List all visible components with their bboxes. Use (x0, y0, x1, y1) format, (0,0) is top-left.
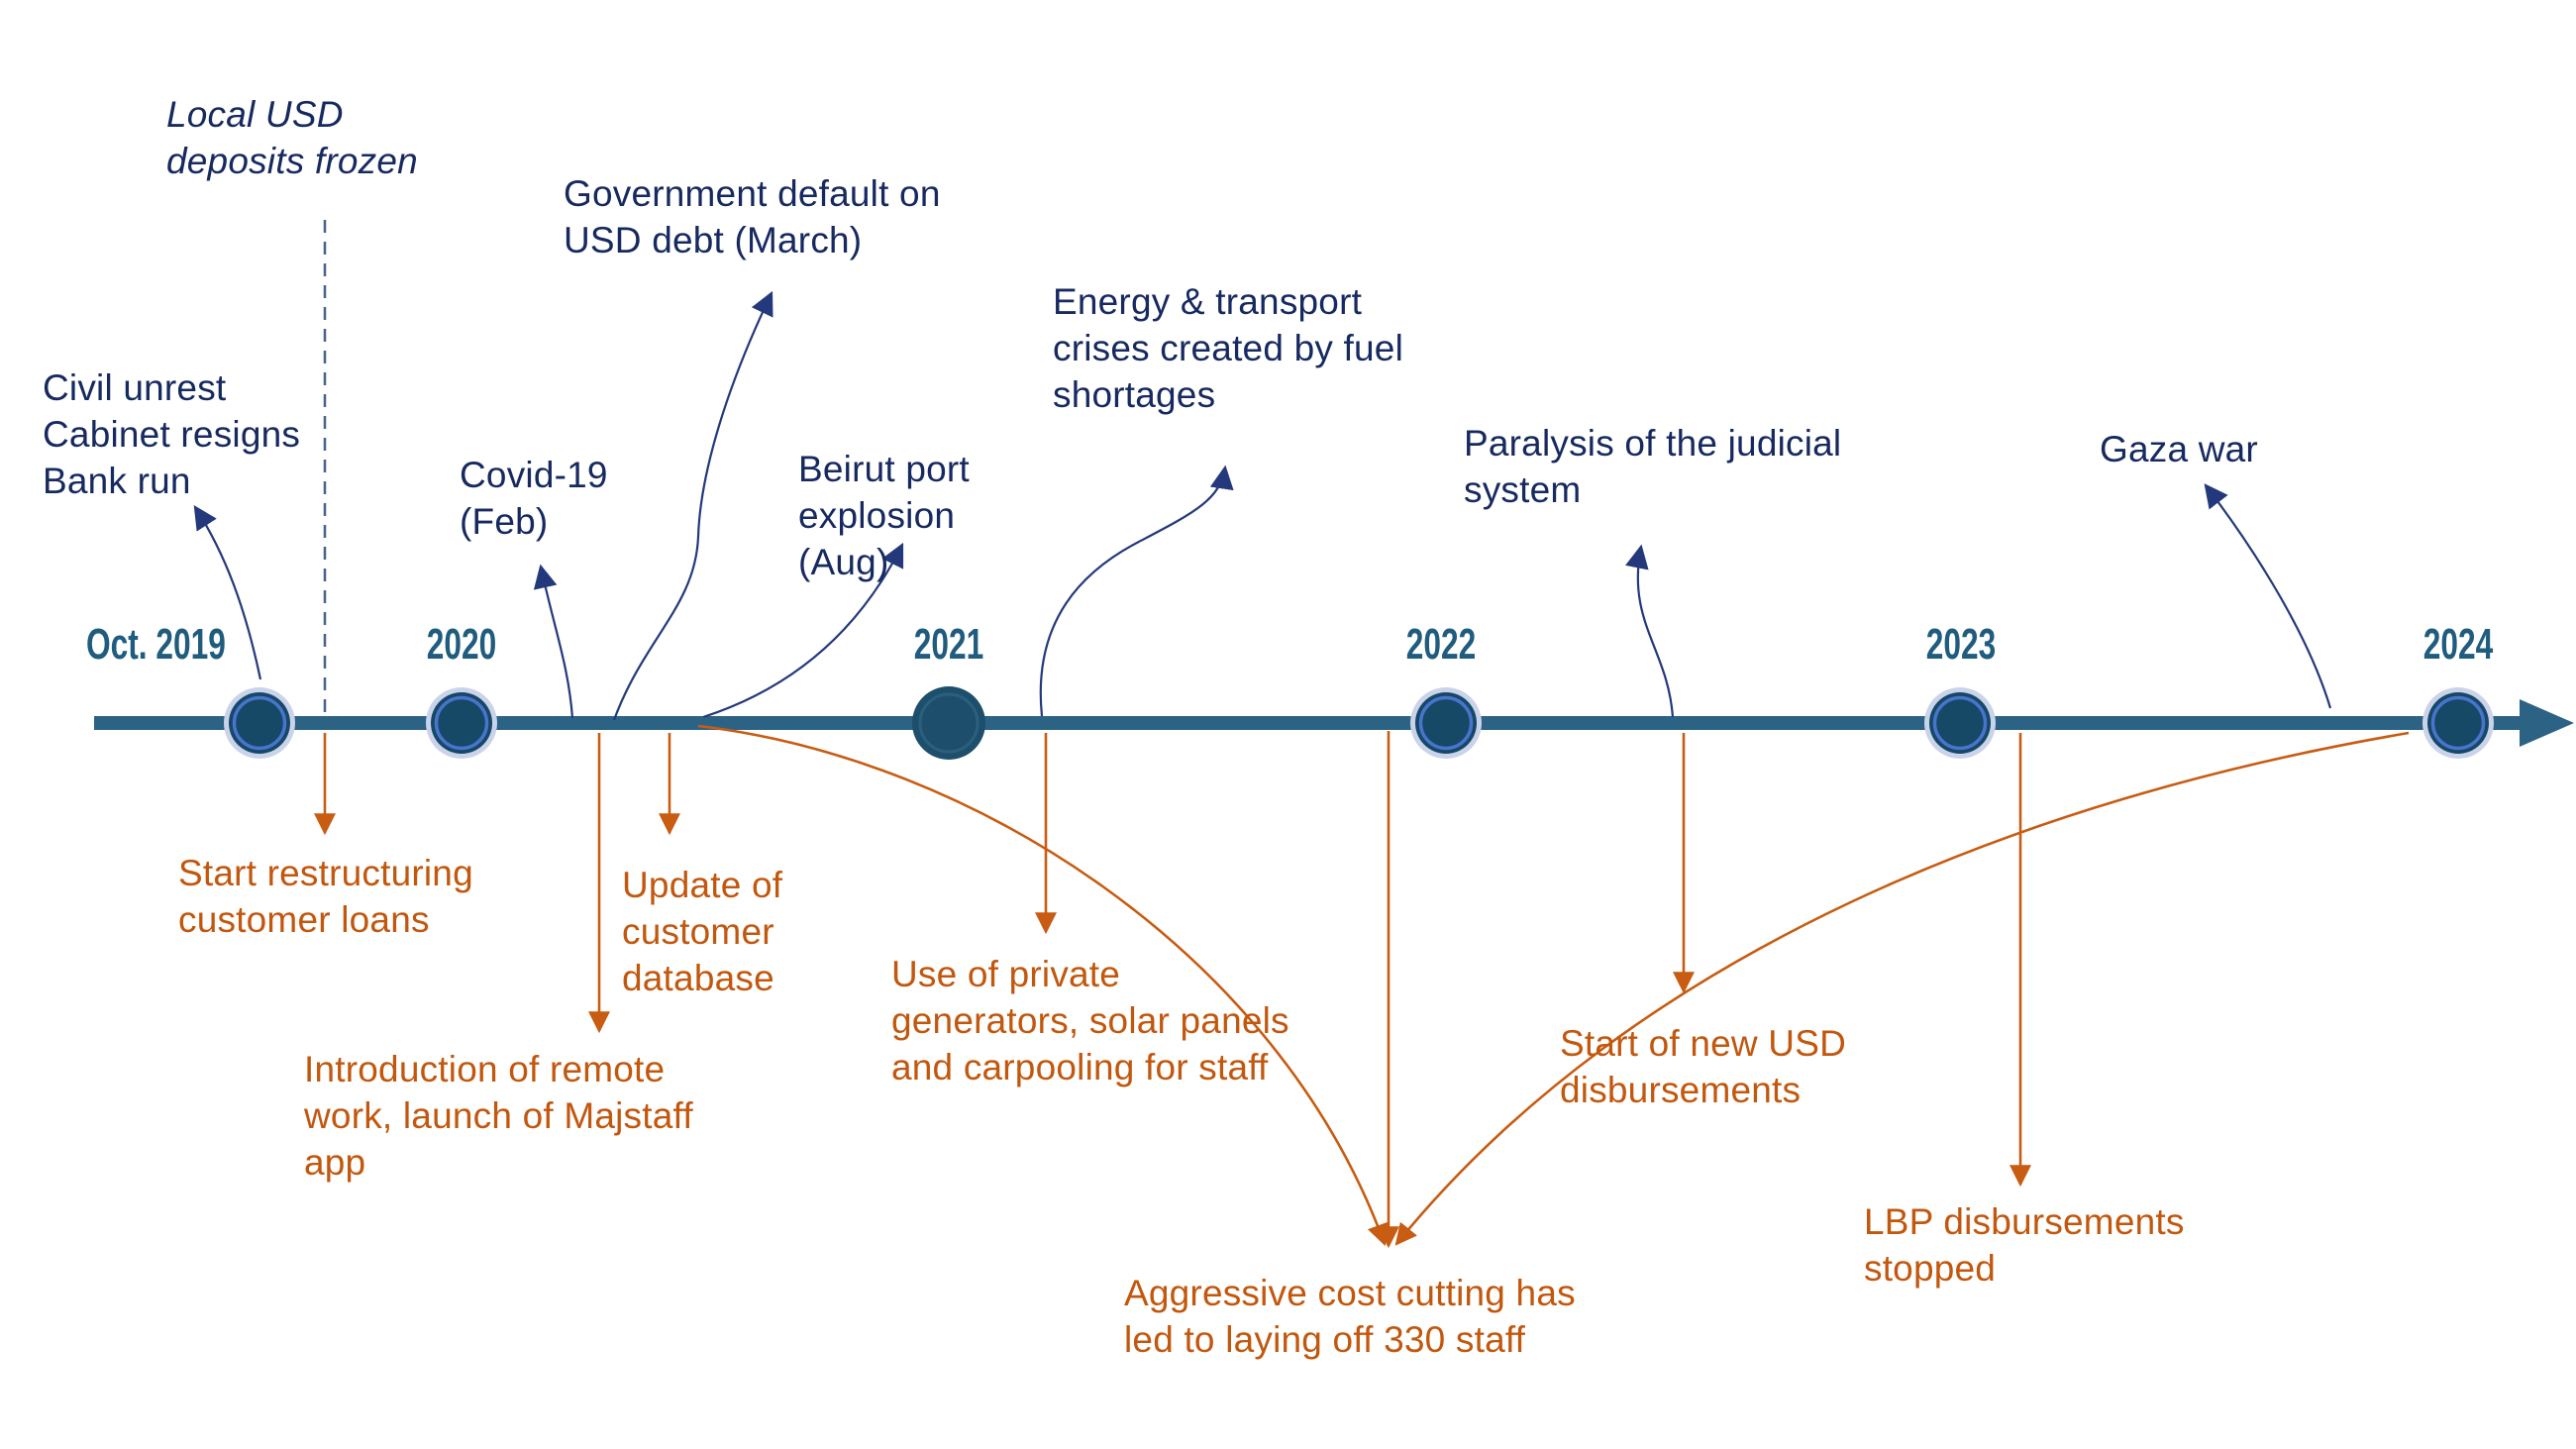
timeline-dot-2023 (1924, 687, 1996, 759)
event-covid: Covid-19 (Feb) (460, 455, 608, 542)
year-label-2021: 2021 (913, 620, 984, 669)
arrow-to-costcutting-left-curve (697, 724, 1389, 1247)
arrow-to-energy-crises (1039, 465, 1234, 717)
arrow-to-civil-unrest (193, 504, 262, 680)
event-arrows-top (193, 290, 2332, 721)
event-judicial-paralysis: Paralysis of the judicial system (1464, 423, 1842, 510)
timeline-dot-oct-2019 (224, 687, 295, 759)
arrow-to-gaza-war (2204, 483, 2332, 709)
year-label-2022: 2022 (1405, 620, 1477, 669)
arrow-to-judicial-paralysis (1625, 544, 1675, 718)
arrow-to-costcutting-right-curve (1394, 731, 2410, 1246)
response-restructuring-loans: Start restructuring customer loans (178, 853, 473, 940)
timeline-dot-2021 (912, 686, 985, 760)
timeline-dot-2024 (2422, 687, 2494, 759)
year-label-2023: 2023 (1925, 620, 1997, 669)
response-remote-work: Introduction of remote work, launch of M… (304, 1049, 693, 1183)
arrow-to-beirut-explosion (702, 542, 904, 719)
timeline-dots (224, 686, 2494, 760)
event-civil-unrest: Civil unrest Cabinet resigns Bank run (43, 367, 301, 501)
event-government-default: Government default on USD debt (March) (564, 173, 941, 260)
response-arrows-bottom (314, 724, 2410, 1249)
year-label-oct-2019: Oct. 2019 (86, 620, 226, 669)
year-label-2020: 2020 (426, 620, 497, 669)
response-usd-disbursements: Start of new USD disbursements (1560, 1023, 1847, 1110)
timeline-dot-2022 (1410, 687, 1482, 759)
event-energy-crises: Energy & transport crises created by fue… (1053, 281, 1404, 415)
response-lbp-stopped: LBP disbursements stopped (1864, 1201, 2185, 1289)
event-deposits-frozen: Local USD deposits frozen (166, 94, 418, 181)
arrow-to-government-default (612, 290, 773, 721)
event-gaza-war: Gaza war (2100, 429, 2258, 469)
response-database-update: Update of customer database (622, 865, 783, 998)
timeline-dot-2020 (426, 687, 497, 759)
arrow-to-covid (533, 564, 574, 719)
timeline-arrowhead-icon (2520, 699, 2574, 747)
year-label-2024: 2024 (2422, 620, 2494, 669)
response-generators-carpooling: Use of private generators, solar panels … (891, 954, 1289, 1087)
event-beirut-explosion: Beirut port explosion (Aug) (798, 449, 970, 582)
response-cost-cutting: Aggressive cost cutting has led to layin… (1124, 1273, 1576, 1360)
